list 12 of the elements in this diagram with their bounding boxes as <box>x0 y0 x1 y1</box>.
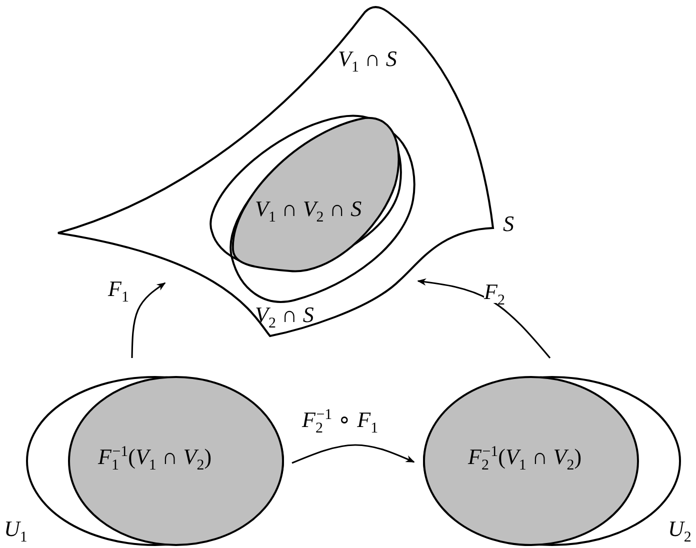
math-label: S <box>503 213 514 235</box>
edge-label: F$_{2}$$^{−1}$ ∘ F$_{1}$ <box>302 409 378 431</box>
math-label: F$_{2}$$^{−1}$(V$_{1}$ ∩ V$_{2}$) <box>468 446 582 468</box>
math-label: V$_{1}$ ∩ S <box>338 48 397 70</box>
math-label: V$_{2}$ ∩ S <box>255 304 314 326</box>
math-label: V$_{1}$ ∩ V$_{2}$ ∩ S <box>255 198 362 220</box>
math-label: U$_{1}$ <box>4 518 28 540</box>
math-label: F$_{1}$$^{−1}$(V$_{1}$ ∩ V$_{2}$) <box>98 446 212 468</box>
arrow <box>292 444 415 464</box>
arrow <box>417 278 551 359</box>
math-label: U$_{2}$ <box>668 518 692 540</box>
arrow <box>131 282 166 358</box>
